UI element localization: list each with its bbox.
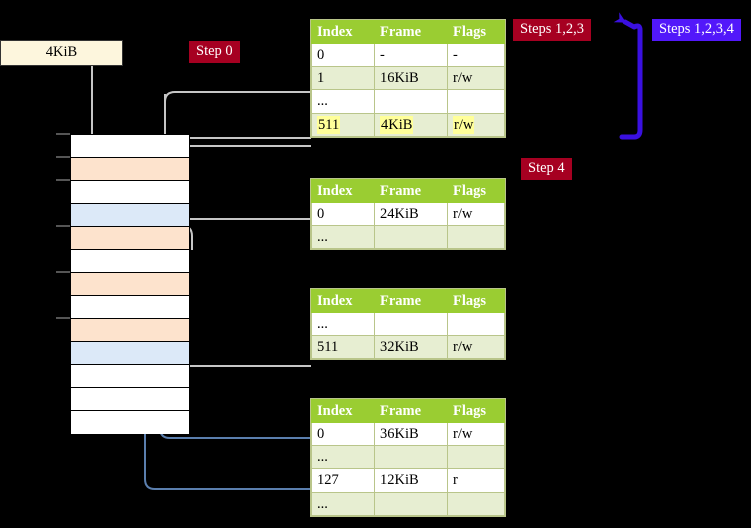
pml4-table-cell: 511: [311, 112, 375, 137]
mem-row-0: [71, 135, 189, 158]
pml4-table-cell: 0: [311, 43, 375, 68]
pdp-table-header-frame: Frame: [374, 178, 448, 204]
pd-table-cell: 511: [311, 335, 375, 360]
pml4-table-cell: 16KiB: [374, 66, 448, 91]
pml4-table-cell: -: [374, 43, 448, 68]
pd-table-header-index: Index: [311, 288, 375, 314]
pt-table-cell: 12KiB: [374, 468, 448, 493]
pt-table-header-frame: Frame: [374, 398, 448, 424]
pd-table-cell: ...: [311, 312, 375, 337]
mem-row-7: [71, 296, 189, 319]
pt-table-cell: 127: [311, 468, 375, 493]
pml4-table-cell: 4KiB: [374, 112, 448, 137]
pml4-table-header-frame: Frame: [374, 19, 448, 45]
pd-table-row: ...: [311, 312, 505, 337]
pdp-table-cell: [374, 225, 448, 250]
pdp-table-cell: 0: [311, 202, 375, 227]
pt-table-header-index: Index: [311, 398, 375, 424]
mem-row-5: [71, 250, 189, 273]
pml4-table-cell: -: [447, 43, 505, 68]
pd-table-cell: [447, 312, 505, 337]
mem-row-11: [71, 388, 189, 411]
cr3-4kib-box: 4KiB: [0, 40, 123, 67]
connector-pd-511-to-frame: [174, 326, 311, 367]
label-steps-1234-text: Steps 1,2,3,4: [659, 21, 734, 37]
pt-table-cell: [447, 445, 505, 470]
pml4-table-header-index: Index: [311, 19, 375, 45]
pt-table-cell: [374, 445, 448, 470]
label-steps-123: Steps 1,2,3: [513, 19, 592, 41]
pml4-table-row: ...: [311, 89, 505, 114]
arrow-frame-16kib-down: [174, 145, 311, 164]
pt-table-row: ...: [311, 445, 505, 470]
highlighted-value: r/w: [453, 115, 475, 134]
pt-table-cell: [447, 491, 505, 516]
pt-table-header-flags: Flags: [447, 398, 505, 424]
pml4-table-cell: r/w: [447, 112, 505, 137]
pdp-table-cell: [447, 225, 505, 250]
mem-row-3: [71, 204, 189, 227]
mem-row-9: [71, 342, 189, 365]
pdp-table-cell: r/w: [447, 202, 505, 227]
arrow-steps-1234-violet: [613, 12, 643, 140]
label-steps-1234: Steps 1,2,3,4: [652, 19, 741, 41]
pt-table-cell: 0: [311, 422, 375, 447]
pdp-table-header-flags: Flags: [447, 178, 505, 204]
label-step-4: Step 4: [521, 158, 572, 180]
mem-row-12: [71, 411, 189, 434]
pml4-table-row: 511 4KiB r/w: [311, 112, 505, 137]
pd-table-cell: r/w: [447, 335, 505, 360]
pd-table-header-frame: Frame: [374, 288, 448, 314]
label-step-0-text: Step 0: [196, 43, 233, 59]
mem-row-4: [71, 227, 189, 250]
pdp-table-header-index: Index: [311, 178, 375, 204]
physical-memory-column: [70, 134, 190, 434]
pt-table-cell: ...: [311, 491, 375, 516]
pml4-table-cell: ...: [311, 89, 375, 114]
cr3-4kib-label: 4KiB: [45, 44, 78, 60]
pt-table-cell: r/w: [447, 422, 505, 447]
pt-table-cell: ...: [311, 445, 375, 470]
pt-table-cell: 36KiB: [374, 422, 448, 447]
mem-row-1: [71, 158, 189, 181]
highlighted-value: 511: [317, 115, 341, 134]
pml4-table-cell: [374, 89, 448, 114]
pml4-table-cell: [447, 89, 505, 114]
pd-table-cell: [374, 312, 448, 337]
pd-table-cell: 32KiB: [374, 335, 448, 360]
pml4-table-header-flags: Flags: [447, 19, 505, 45]
pt-table-cell: [374, 491, 448, 516]
pd-table-header-flags: Flags: [447, 288, 505, 314]
pt-table-row: ...: [311, 491, 505, 516]
pdp-table-cell: ...: [311, 225, 375, 250]
mem-row-10: [71, 365, 189, 388]
mem-row-8: [71, 319, 189, 342]
pdp-table-cell: 24KiB: [374, 202, 448, 227]
mem-row-6: [71, 273, 189, 296]
highlighted-value: 4KiB: [380, 115, 414, 134]
pt-table-cell: r: [447, 468, 505, 493]
pml4-table-row: 0--: [311, 43, 505, 68]
pdp-table-row: ...: [311, 225, 505, 250]
mem-row-2: [71, 181, 189, 204]
label-steps-123-text: Steps 1,2,3: [520, 21, 585, 37]
label-step-4-text: Step 4: [528, 160, 565, 176]
pml4-table-cell: r/w: [447, 66, 505, 91]
label-step-0: Step 0: [189, 41, 240, 63]
pml4-table-cell: 1: [311, 66, 375, 91]
